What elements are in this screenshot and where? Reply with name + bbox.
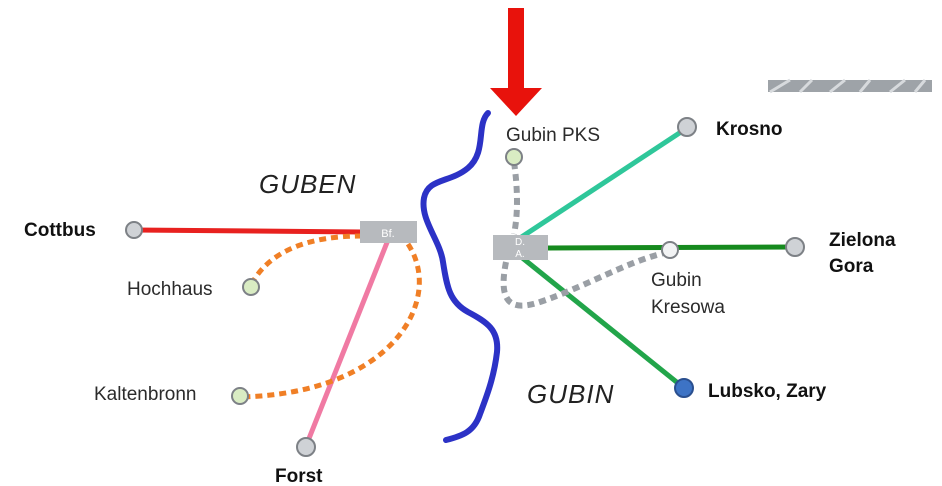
- label-gora: Gora: [829, 256, 874, 277]
- hub-gubin-ba[interactable]: D. A.: [493, 235, 548, 260]
- photo-strip: [768, 80, 932, 92]
- hub-gubin-ba-label-1: D.: [515, 237, 525, 248]
- label-cottbus: Cottbus: [24, 220, 96, 241]
- hub-guben-bf-label: Bf.: [381, 228, 394, 240]
- station-hochhaus[interactable]: [242, 278, 260, 296]
- dotted-gubin-pks: [511, 161, 520, 235]
- label-gubin-pks: Gubin PKS: [506, 125, 600, 146]
- dotted-guben-hochhaus: [247, 233, 363, 289]
- line-gubin-krosno: [518, 125, 689, 241]
- line-gubin-lubsko: [518, 254, 686, 390]
- red-down-arrow-icon: [490, 8, 542, 116]
- label-hochhaus: Hochhaus: [127, 279, 213, 300]
- station-gubin-pks[interactable]: [505, 148, 523, 166]
- dotted-guben-kaltenbronn: [239, 242, 422, 400]
- photo-strip-texture: [769, 78, 927, 94]
- city-label-guben: GUBEN: [259, 169, 356, 199]
- station-kaltenbronn[interactable]: [231, 387, 249, 405]
- dotted-gubin-kresowa: [500, 249, 669, 309]
- city-label-gubin: GUBIN: [527, 379, 614, 409]
- station-krosno[interactable]: [677, 117, 697, 137]
- station-gubin-kresowa[interactable]: [661, 241, 679, 259]
- label-gubin-kresowa-1: Gubin: [651, 270, 702, 291]
- station-zielona-gora[interactable]: [785, 237, 805, 257]
- line-guben-forst: [303, 239, 391, 447]
- hub-guben-bf[interactable]: Bf.: [360, 221, 417, 243]
- station-cottbus[interactable]: [125, 221, 143, 239]
- line-cottbus-guben: [133, 227, 363, 235]
- river-neisse: [420, 110, 501, 443]
- label-lubsko-zary: Lubsko, Zary: [708, 381, 827, 402]
- station-lubsko-zary[interactable]: [674, 378, 694, 398]
- label-zielona: Zielona: [829, 230, 896, 251]
- label-krosno: Krosno: [716, 119, 783, 140]
- label-kaltenbronn: Kaltenbronn: [94, 384, 196, 405]
- label-gubin-kresowa-2: Kresowa: [651, 297, 725, 318]
- label-forst: Forst: [275, 466, 323, 486]
- hub-gubin-ba-label-2: A.: [515, 249, 524, 260]
- station-forst[interactable]: [296, 437, 316, 457]
